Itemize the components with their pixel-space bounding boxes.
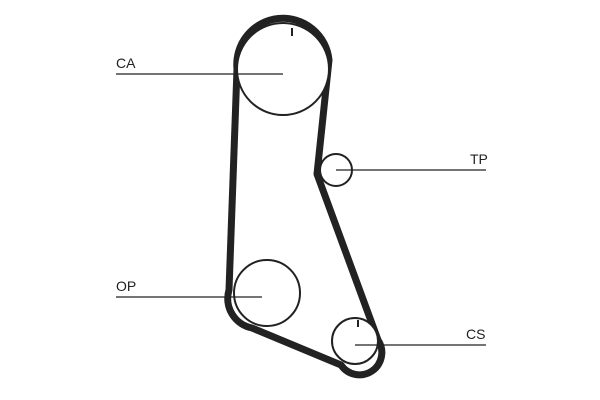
label-op: OP (116, 278, 136, 294)
label-ca: CA (116, 55, 136, 71)
label-tp: TP (470, 151, 488, 167)
camshaft-pulley (236, 22, 330, 116)
label-cs: CS (466, 326, 485, 342)
oil-pump-pulley (233, 259, 301, 327)
crankshaft-pulley (331, 317, 379, 365)
